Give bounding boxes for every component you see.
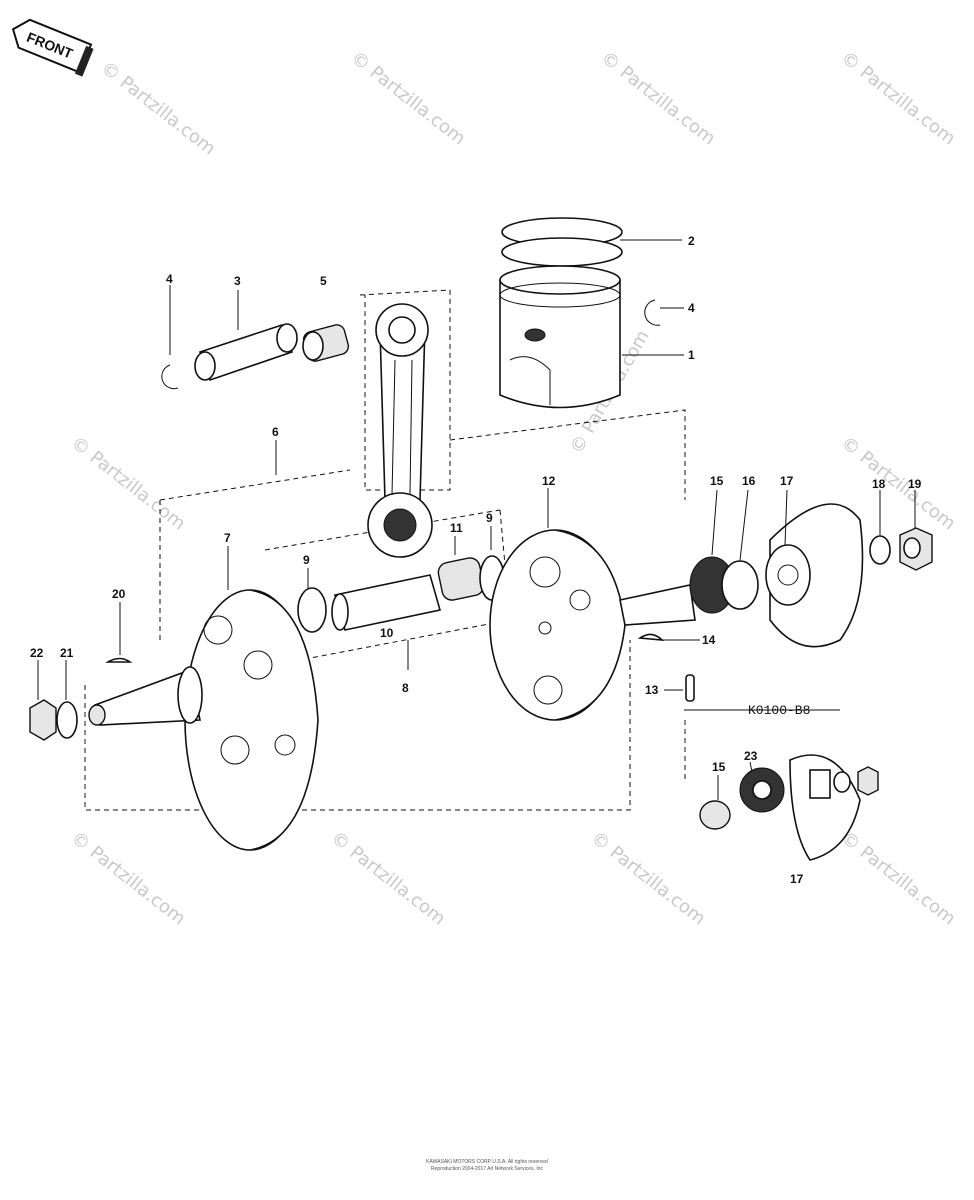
nut-19 — [899, 527, 933, 571]
circlip-right-icon — [644, 299, 661, 326]
watermark: © Partzilla.com — [587, 827, 709, 929]
diagram-code: K0100-B8 — [748, 703, 810, 718]
watermark: © Partzilla.com — [327, 827, 449, 929]
callout-11: 11 — [450, 521, 463, 535]
copyright-line-1: KAWASAKI MOTORS CORP U.S.A. All rights r… — [426, 1159, 548, 1165]
callout-23: 23 — [744, 749, 758, 763]
callout-6: 6 — [272, 425, 279, 439]
connecting-rod — [367, 303, 433, 558]
watermark: © Partzilla.com — [97, 57, 219, 159]
right-flywheel — [489, 529, 696, 721]
callout-4: 4 — [688, 301, 695, 315]
callout-21: 21 — [60, 646, 74, 660]
callout-22: 22 — [30, 646, 44, 660]
callout-4: 4 — [166, 272, 173, 286]
callout-9: 9 — [303, 553, 310, 567]
woodruff-key — [105, 657, 133, 663]
front-arrow-icon: FRONT — [11, 18, 94, 77]
callout-16: 16 — [742, 474, 756, 488]
piston — [499, 217, 623, 409]
callout-12: 12 — [542, 474, 556, 488]
inset-assembly — [699, 754, 879, 861]
copyright-footer: KAWASAKI MOTORS CORP U.S.A. All rights r… — [426, 1159, 548, 1172]
crank-pin — [297, 555, 505, 633]
callout-15: 15 — [710, 474, 724, 488]
callout-15: 15 — [712, 760, 726, 774]
left-flywheel — [88, 589, 319, 851]
piston-pin — [194, 323, 298, 382]
callout-17: 17 — [790, 872, 804, 886]
washer-18 — [869, 535, 891, 565]
copyright-line-2: Reproduction 2004-2017 Arl Network Servi… — [431, 1166, 544, 1172]
callout-10: 10 — [380, 626, 394, 640]
callout-18: 18 — [872, 477, 886, 491]
callout-3: 3 — [234, 274, 241, 288]
circlip-left-icon — [161, 364, 179, 390]
watermark: © Partzilla.com — [67, 432, 189, 534]
callout-20: 20 — [112, 587, 126, 601]
callout-2: 2 — [688, 234, 695, 248]
watermark: © Partzilla.com — [67, 827, 189, 929]
watermark: © Partzilla.com — [837, 47, 959, 149]
callout-1: 1 — [688, 348, 695, 362]
watermark: © Partzilla.com — [597, 47, 719, 149]
callouts: 2 4 1 4 3 5 6 12 15 16 17 18 19 7 11 9 9… — [30, 234, 922, 886]
key-14 — [637, 633, 665, 641]
leader-lines — [37, 239, 916, 800]
callout-9: 9 — [486, 511, 493, 525]
callout-5: 5 — [320, 274, 327, 288]
watermark: © Partzilla.com — [837, 827, 959, 929]
nut-left — [29, 699, 78, 741]
rotary-disk — [765, 503, 864, 648]
callout-13: 13 — [645, 683, 659, 697]
callout-7: 7 — [224, 531, 231, 545]
callout-17: 17 — [780, 474, 794, 488]
watermark: © Partzilla.com — [347, 47, 469, 149]
dowel-pin — [685, 674, 695, 702]
callout-8: 8 — [402, 681, 409, 695]
gear-assembly — [689, 556, 759, 614]
callout-19: 19 — [908, 477, 922, 491]
callout-14: 14 — [702, 633, 716, 647]
needle-bearing-small — [302, 324, 350, 362]
